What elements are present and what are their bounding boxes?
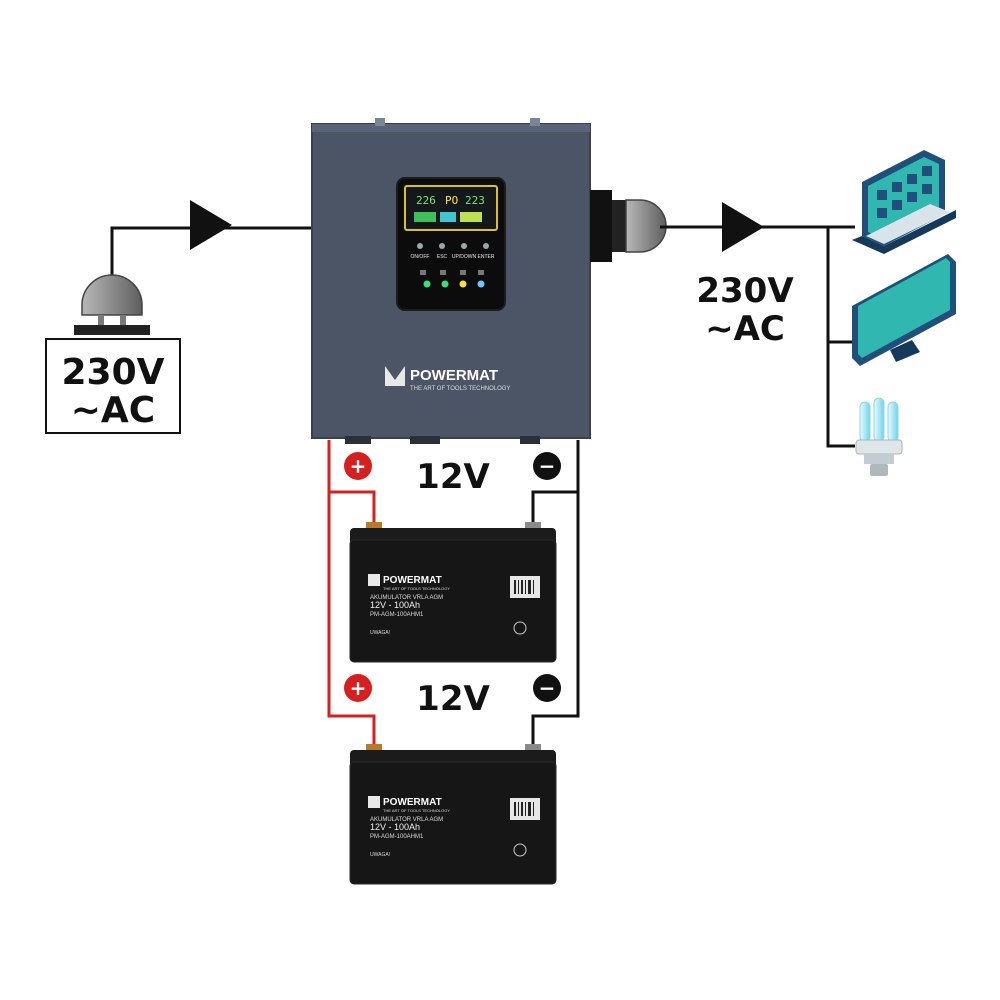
inverter-buttons: ON/OFF ESC UP/DOWN ENTER bbox=[411, 243, 495, 260]
bulb-icon bbox=[855, 397, 903, 476]
laptop-icon bbox=[852, 150, 956, 254]
led-yellow-icon bbox=[459, 280, 467, 288]
battery-1-voltage-label: 12V bbox=[416, 457, 490, 497]
button-onoff-label[interactable]: ON/OFF bbox=[411, 254, 430, 260]
display-right-value: 223 bbox=[465, 194, 485, 207]
positive-wires bbox=[327, 440, 376, 748]
input-voltage-box: 230V ~AC bbox=[45, 338, 181, 434]
svg-text:−: − bbox=[539, 676, 556, 700]
input-voltage-label: 230V bbox=[61, 352, 164, 393]
output-voltage-label: 230V bbox=[696, 271, 794, 311]
battery-2-type: AKUMULATOR VRLA AGM bbox=[370, 817, 443, 823]
flow-arrow-icon bbox=[722, 202, 764, 252]
negative-wires bbox=[531, 440, 580, 748]
input-plug-icon bbox=[74, 274, 150, 335]
battery-2-rating: 12V - 100Ah bbox=[370, 822, 420, 832]
recycle-icon bbox=[513, 843, 527, 857]
battery-2-tagline: THE ART OF TOOLS TECHNOLOGY bbox=[383, 808, 450, 813]
battery-1-tagline: THE ART OF TOOLS TECHNOLOGY bbox=[383, 586, 450, 591]
battery-2-voltage-label: 12V bbox=[416, 679, 490, 719]
battery-2-model: PM-AGM-100AHM1 bbox=[370, 834, 424, 840]
battery-1-brand: POWERMAT bbox=[383, 575, 442, 586]
input-type-label: ~AC bbox=[71, 390, 155, 431]
display-mid-value: PO bbox=[445, 194, 458, 207]
inverter-logo: POWERMAT THE ART OF TOOLS TECHNOLOGY bbox=[385, 366, 510, 392]
led-blue-icon bbox=[477, 280, 485, 288]
monitor-icon bbox=[852, 254, 956, 366]
button-updown-label[interactable]: UP/DOWN bbox=[452, 254, 477, 260]
negative-marker-icon: − bbox=[533, 452, 561, 480]
inverter: 226 PO 223 ON/OFF ESC UP/DOWN ENTER bbox=[311, 118, 591, 444]
button-enter-label[interactable]: ENTER bbox=[478, 254, 495, 260]
flow-arrow-icon bbox=[190, 200, 232, 250]
recycle-icon bbox=[513, 621, 527, 635]
battery-2-warning: UWAGA! bbox=[370, 852, 390, 858]
svg-text:−: − bbox=[539, 454, 556, 478]
battery-1-warning: UWAGA! bbox=[370, 630, 390, 636]
led-green-icon bbox=[423, 280, 431, 288]
inverter-control-panel: 226 PO 223 ON/OFF ESC UP/DOWN ENTER bbox=[396, 177, 506, 311]
battery-1-model: PM-AGM-100AHM1 bbox=[370, 612, 424, 618]
positive-marker-icon: + bbox=[344, 452, 372, 480]
display-left-value: 226 bbox=[416, 194, 436, 207]
inverter-brand: POWERMAT bbox=[410, 367, 498, 384]
output-socket bbox=[590, 190, 667, 262]
input-wire bbox=[110, 200, 312, 285]
positive-marker-icon: + bbox=[344, 674, 372, 702]
battery-1-rating: 12V - 100Ah bbox=[370, 600, 420, 610]
svg-text:+: + bbox=[350, 676, 367, 700]
battery-1: POWERMAT THE ART OF TOOLS TECHNOLOGY AKU… bbox=[349, 522, 557, 663]
output-type-label: ~AC bbox=[705, 309, 785, 349]
negative-marker-icon: − bbox=[533, 674, 561, 702]
inverter-tagline: THE ART OF TOOLS TECHNOLOGY bbox=[410, 386, 510, 392]
led-green-icon bbox=[441, 280, 449, 288]
battery-2: POWERMAT THE ART OF TOOLS TECHNOLOGY AKU… bbox=[349, 744, 557, 885]
button-esc-label[interactable]: ESC bbox=[437, 254, 448, 260]
output-wire bbox=[660, 202, 855, 448]
lcd-display bbox=[404, 185, 498, 231]
battery-1-type: AKUMULATOR VRLA AGM bbox=[370, 595, 443, 601]
battery-2-brand: POWERMAT bbox=[383, 797, 442, 808]
svg-text:+: + bbox=[350, 454, 367, 478]
